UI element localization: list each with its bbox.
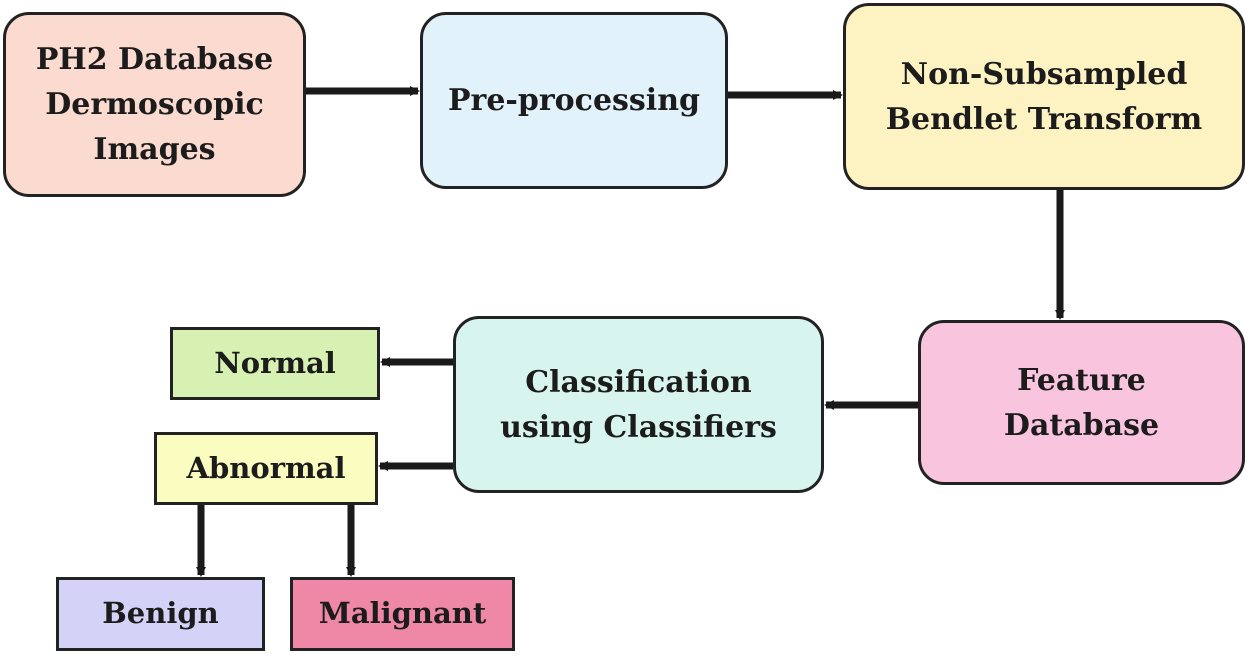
node-nsbt-transform: Non-Subsampled Bendlet Transform — [843, 3, 1245, 190]
node-preprocessing: Pre-processing — [420, 12, 728, 189]
node-malignant: Malignant — [290, 577, 515, 651]
node-benign: Benign — [56, 577, 265, 651]
node-ph2-database: PH2 Database Dermoscopic Images — [3, 12, 306, 197]
node-classification: Classification using Classifiers — [453, 316, 824, 493]
node-abnormal: Abnormal — [154, 432, 378, 505]
node-feature-database: Feature Database — [918, 320, 1245, 485]
node-normal: Normal — [170, 327, 380, 400]
